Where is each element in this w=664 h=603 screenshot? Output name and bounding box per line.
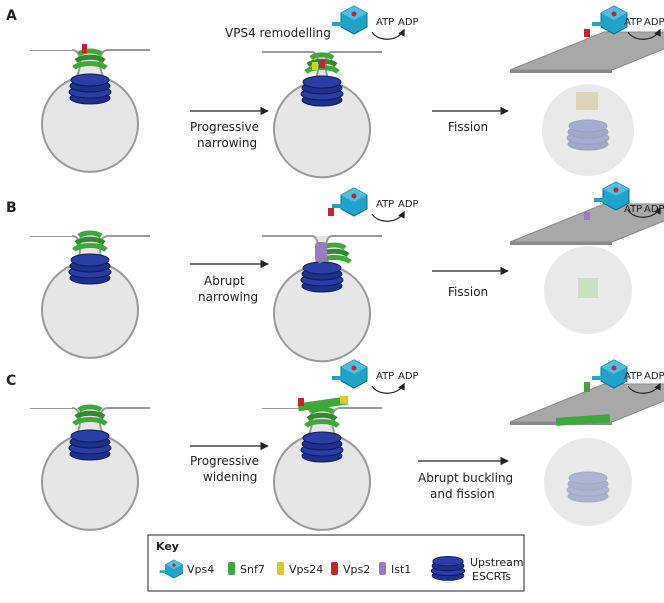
adp-label: ADP <box>398 199 419 210</box>
adp-label: ADP <box>644 17 664 28</box>
row-a-stage-3 <box>509 31 664 74</box>
vps4-hexamer-icon <box>591 359 628 389</box>
row-b-step1-line1: Abrupt <box>204 274 245 288</box>
key-upstream-line1: Upstream <box>470 556 524 569</box>
row-b-stage-2 <box>261 235 383 363</box>
upstream-escrt-icon <box>566 119 610 151</box>
ist1-icon <box>584 212 590 220</box>
snf7-filament <box>555 414 611 426</box>
ist1-icon <box>315 242 327 262</box>
row-a-step1-line1: Progressive <box>190 120 259 134</box>
row-a-step2: Fission <box>448 120 488 134</box>
key-snf7: Snf7 <box>240 563 265 576</box>
upstream-escrt-icon <box>68 429 112 461</box>
row-c-stage-1 <box>29 404 151 531</box>
vps2-icon <box>319 60 325 68</box>
vps4-hexamer-icon <box>331 187 368 217</box>
row-c-step1-line2: widening <box>203 470 257 484</box>
atp-label: ATP <box>376 371 394 382</box>
upstream-escrt-icon <box>68 253 112 285</box>
key-vps2: Vps2 <box>343 563 370 576</box>
key-ist1: Ist1 <box>391 563 411 576</box>
row-b-step2: Fission <box>448 285 488 299</box>
snf7-remnant <box>576 92 598 110</box>
vps2-icon <box>298 398 304 406</box>
row-c-step1-line1: Progressive <box>190 454 259 468</box>
row-c-stage-2 <box>261 396 383 531</box>
upstream-escrt-icon <box>300 261 344 293</box>
key-upstream-line2: ESCRTs <box>472 570 511 583</box>
upstream-escrt-icon <box>430 556 466 581</box>
ist1-icon <box>379 562 386 575</box>
vps4-hexamer-icon <box>331 359 368 389</box>
key-title: Key <box>156 540 179 553</box>
vps24-icon <box>277 562 284 575</box>
row-c-letter: C <box>6 373 16 389</box>
row-a-step1-line2: narrowing <box>197 136 257 150</box>
row-c-step2-line2: and fission <box>430 487 495 501</box>
row-a-stage-1 <box>29 44 151 173</box>
vps2-icon <box>82 44 87 53</box>
row-b-stage-1 <box>29 233 151 359</box>
vps2-icon <box>328 208 334 216</box>
snf7-filament <box>297 396 349 412</box>
upstream-escrt-icon <box>300 431 344 463</box>
snf7-remnant <box>578 278 598 298</box>
atp-label: ATP <box>624 204 642 215</box>
vps24-icon <box>312 62 318 70</box>
atp-label: ATP <box>376 17 394 28</box>
upstream-escrt-icon <box>68 73 112 105</box>
atp-label: ATP <box>624 17 642 28</box>
snf7-icon <box>228 562 235 575</box>
atp-label: ATP <box>376 199 394 210</box>
row-a-letter: A <box>6 8 17 24</box>
row-b-letter: B <box>6 200 17 216</box>
row-a-stage-2 <box>261 51 383 179</box>
curved-arrow-icon <box>372 30 404 39</box>
row-b-step1-line2: narrowing <box>198 290 258 304</box>
key-vps24: Vps24 <box>289 563 323 576</box>
row-c-step2-line1: Abrupt buckling <box>418 471 513 485</box>
upstream-escrt-icon <box>300 75 344 107</box>
vps2-icon <box>584 29 590 37</box>
curved-arrow-icon <box>372 384 404 393</box>
adp-label: ADP <box>644 204 664 215</box>
upstream-escrt-icon <box>566 471 610 503</box>
vps4-hexamer-icon <box>591 5 628 35</box>
atp-label: ATP <box>624 371 642 382</box>
key-box: Key Vps4 Snf7 Vps24 Vps2 Ist1 Upstream E… <box>147 534 525 592</box>
curved-arrow-icon <box>372 212 404 221</box>
vps4-hexamer-icon <box>331 5 368 35</box>
adp-label: ADP <box>398 371 419 382</box>
row-a-title: VPS4 remodelling <box>225 26 331 40</box>
adp-label: ADP <box>644 371 664 382</box>
vps24-icon <box>340 396 348 404</box>
snf7-icon <box>584 382 590 392</box>
key-vps4: Vps4 <box>187 563 214 576</box>
snf7-icon <box>74 233 106 250</box>
vps2-icon <box>331 562 338 575</box>
adp-label: ADP <box>398 17 419 28</box>
